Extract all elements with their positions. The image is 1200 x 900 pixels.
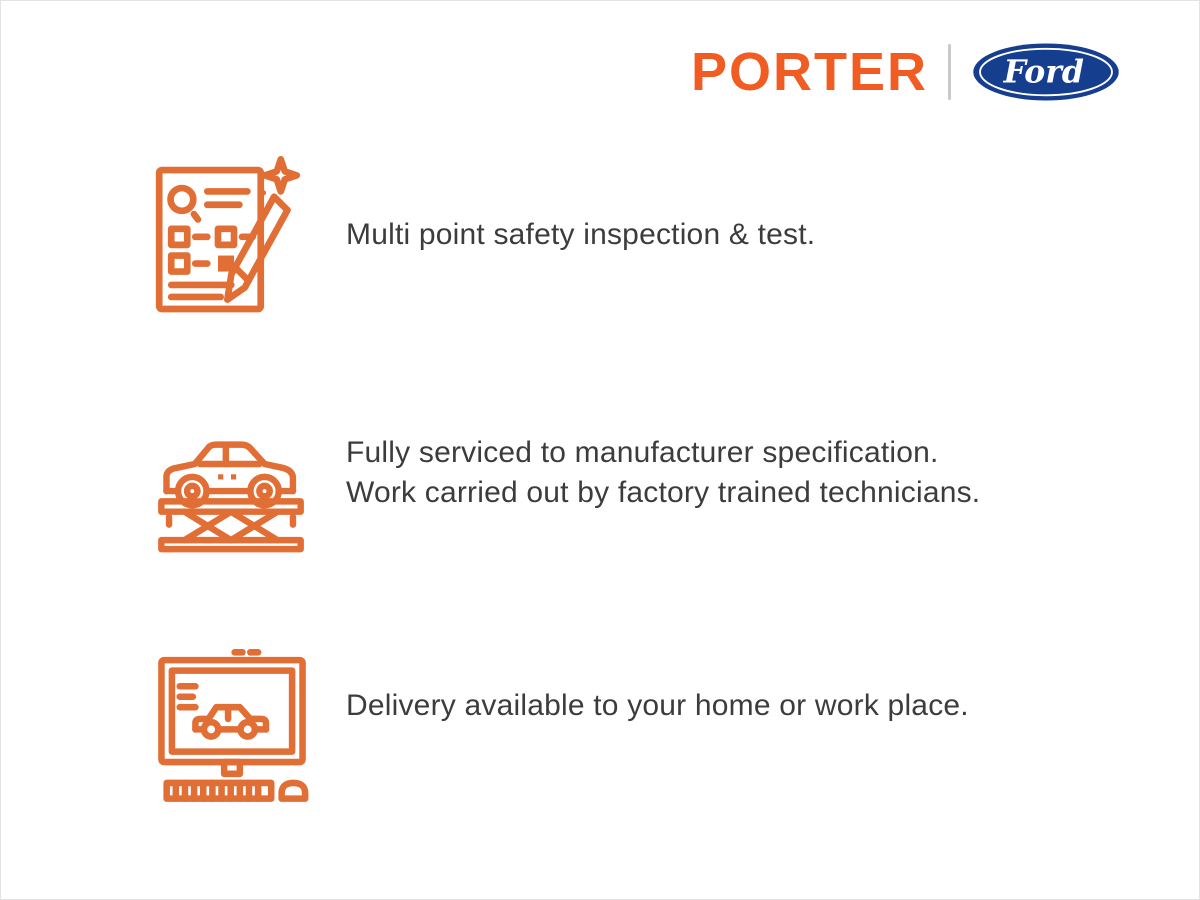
ford-logo-icon: Ford <box>973 43 1119 101</box>
feature-row-delivery: Delivery available to your home or work … <box>151 644 1159 820</box>
feature-text-delivery: Delivery available to your home or work … <box>346 686 969 726</box>
feature-line: Work carried out by factory trained tech… <box>346 476 981 509</box>
logo-divider <box>948 44 951 100</box>
feature-row-inspection: Multi point safety inspection & test. <box>151 153 1159 317</box>
feature-text-inspection: Multi point safety inspection & test. <box>346 215 815 255</box>
feature-line: Fully serviced to manufacturer specifica… <box>346 436 939 470</box>
car-service-lift-icon <box>151 393 316 553</box>
home-delivery-monitor-icon <box>151 647 316 817</box>
inspection-checklist-icon <box>151 154 316 317</box>
feature-line: Delivery available to your home or work … <box>346 689 969 723</box>
ford-logo-text: Ford <box>1003 54 1084 91</box>
header-logo-lockup: PORTER Ford <box>691 39 1121 105</box>
feature-row-serviced: Fully serviced to manufacturer specifica… <box>151 391 1159 555</box>
feature-line: Multi point safety inspection & test. <box>346 218 816 252</box>
feature-text-serviced: Fully serviced to manufacturer specifica… <box>346 433 980 513</box>
porter-wordmark: PORTER <box>690 42 928 102</box>
